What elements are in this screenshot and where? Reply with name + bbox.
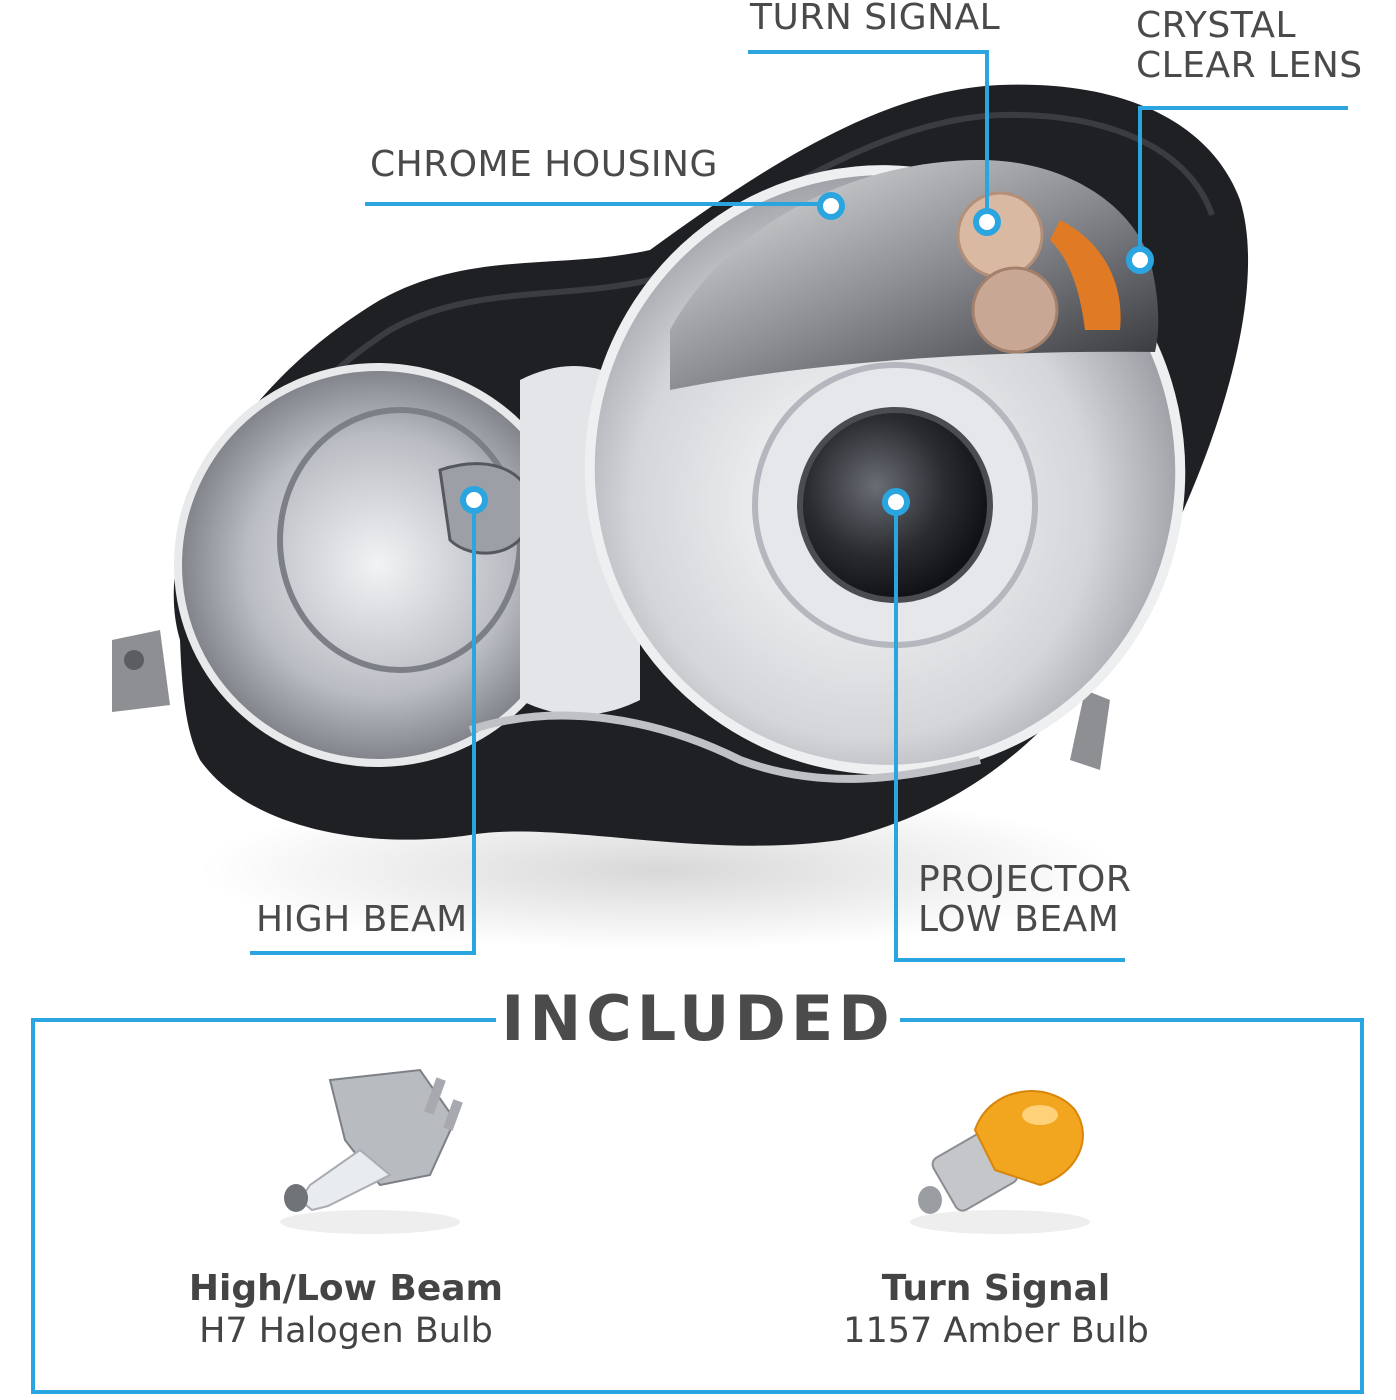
mounting-tab-right [1070,690,1110,770]
included-item-amber-detail: 1157 Amber Bulb [843,1311,1149,1351]
projector-line [894,502,1125,962]
callout-turn-signal: TURN SIGNAL [750,0,1000,38]
included-item-h7: High/Low Beam H7 Halogen Bulb [146,1268,546,1352]
amber-bulb-icon [910,1090,1090,1234]
crystal-lens-line [1138,106,1348,260]
lower-chrome-trim [468,711,981,783]
included-item-h7-detail: H7 Halogen Bulb [199,1311,493,1351]
headlight-illustration [112,50,1348,962]
signal-bulb-upper [956,191,1044,279]
callout-projector-line-1: PROJECTOR [918,859,1132,900]
amber-bulb-highlight [1022,1105,1058,1125]
callout-crystal-clear-lens: CRYSTAL CLEAR LENS [1136,6,1363,86]
callout-projector-low-beam: PROJECTOR LOW BEAM [918,860,1131,940]
high-beam-line [250,502,476,955]
amber-reflector [1050,220,1121,330]
projector-dot [882,488,910,516]
callout-high-beam-line-1: HIGH BEAM [256,899,468,940]
callout-turn-signal-line-1: TURN SIGNAL [750,0,1001,38]
crystal-lens-dot [1126,246,1154,274]
bulb-socket [438,462,533,555]
mounting-tab-left [112,630,170,712]
turn-signal-line [748,50,989,222]
callout-chrome-line-1: CHROME HOUSING [370,144,718,185]
callout-dots [460,192,1154,516]
included-item-amber-name: Turn Signal [881,1268,1111,1309]
h7-bulb-shadow [280,1210,460,1234]
signal-bulb-lower [971,266,1059,354]
callout-chrome-housing: CHROME HOUSING [370,145,718,185]
amber-bulb-shadow [910,1210,1090,1234]
callout-crystal-line-1: CRYSTAL [1136,5,1297,46]
callout-high-beam: HIGH BEAM [256,900,468,940]
included-title: INCLUDED [500,982,896,1055]
h7-terminal-1 [424,1077,446,1115]
callout-crystal-line-2: CLEAR LENS [1136,45,1363,86]
included-border [31,1018,1364,1394]
callout-projector-line-2: LOW BEAM [918,899,1120,940]
included-item-amber: Turn Signal 1157 Amber Bulb [796,1268,1196,1352]
h7-glass [298,1148,392,1212]
turn-signal-dot [973,208,1001,236]
included-item-h7-name: High/Low Beam [188,1268,504,1309]
h7-terminal-2 [443,1099,463,1131]
callout-lines [250,50,1348,962]
chrome-housing-dot [817,192,845,220]
high-beam-dot [460,486,488,514]
h7-tip [284,1184,308,1212]
amber-bulb-contact [918,1186,942,1214]
included-frame [31,1018,1364,1394]
mount-screw [124,650,144,670]
h7-halogen-bulb-icon [280,1068,463,1234]
